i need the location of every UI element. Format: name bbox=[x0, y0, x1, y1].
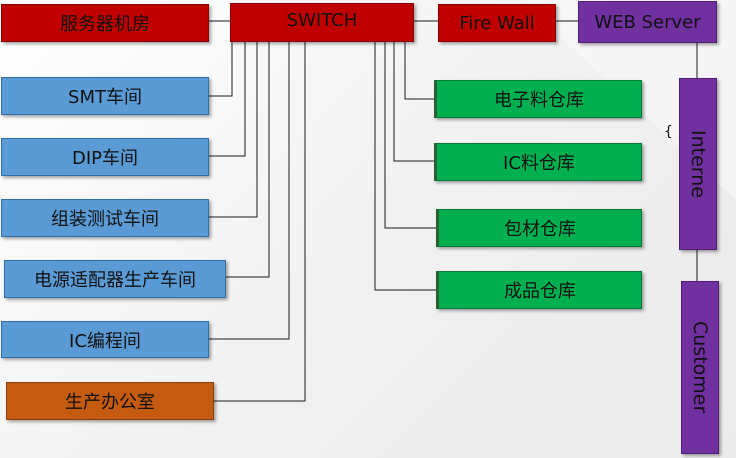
customer-box: Customer bbox=[681, 281, 719, 454]
customer-label: Customer bbox=[689, 321, 711, 414]
ic-warehouse-box: IC料仓库 bbox=[434, 143, 642, 181]
internet-bracket-mark: { bbox=[664, 124, 673, 140]
dip-workshop-box: DIP车间 bbox=[1, 138, 209, 176]
internet-box: Interne bbox=[679, 78, 717, 250]
packaging-warehouse-label: 包材仓库 bbox=[504, 219, 576, 240]
server-room-box: 服务器机房 bbox=[1, 4, 209, 42]
link-switch-ic-wh bbox=[393, 42, 434, 162]
smt-workshop-label: SMT车间 bbox=[68, 87, 142, 108]
link-switch-electronic-wh bbox=[404, 42, 434, 100]
assembly-test-workshop-box: 组装测试车间 bbox=[1, 199, 209, 237]
finished-goods-warehouse-label: 成品仓库 bbox=[504, 281, 576, 302]
production-office-label: 生产办公室 bbox=[65, 392, 155, 413]
internet-label: Interne bbox=[687, 130, 709, 198]
web-server-box: WEB Server bbox=[578, 1, 717, 43]
ic-warehouse-label: IC料仓库 bbox=[503, 153, 575, 174]
dip-workshop-label: DIP车间 bbox=[71, 148, 139, 169]
electronic-warehouse-box: 电子料仓库 bbox=[434, 80, 642, 118]
ic-programming-room-label: IC编程间 bbox=[69, 330, 141, 352]
link-switch-office bbox=[214, 42, 306, 402]
finished-goods-warehouse-box: 成品仓库 bbox=[436, 271, 642, 309]
smt-workshop-box: SMT车间 bbox=[1, 77, 209, 115]
power-adapter-workshop-box: 电源适配器生产车间 bbox=[4, 260, 226, 298]
assembly-test-workshop-label: 组装测试车间 bbox=[51, 209, 159, 230]
link-switch-dip bbox=[209, 42, 246, 157]
link-switch-power-adapter bbox=[226, 42, 270, 278]
packaging-warehouse-box: 包材仓库 bbox=[436, 209, 642, 247]
server-room-label: 服务器机房 bbox=[60, 14, 150, 35]
link-switch-finished-wh bbox=[374, 42, 436, 291]
link-switch-assembly bbox=[209, 42, 258, 218]
ic-programming-room-box: IC编程间 bbox=[1, 321, 209, 358]
switch-box: SWITCH bbox=[230, 3, 414, 42]
switch-label: SWITCH bbox=[286, 10, 358, 31]
firewall-label: Fire Wall bbox=[459, 12, 535, 34]
firewall-box: Fire Wall bbox=[438, 4, 556, 42]
web-server-label: WEB Server bbox=[594, 11, 701, 33]
link-switch-packaging-wh bbox=[384, 42, 436, 229]
electronic-warehouse-label: 电子料仓库 bbox=[494, 90, 584, 111]
link-switch-smt bbox=[209, 42, 233, 97]
production-office-box: 生产办公室 bbox=[6, 382, 214, 420]
power-adapter-workshop-label: 电源适配器生产车间 bbox=[34, 270, 196, 291]
